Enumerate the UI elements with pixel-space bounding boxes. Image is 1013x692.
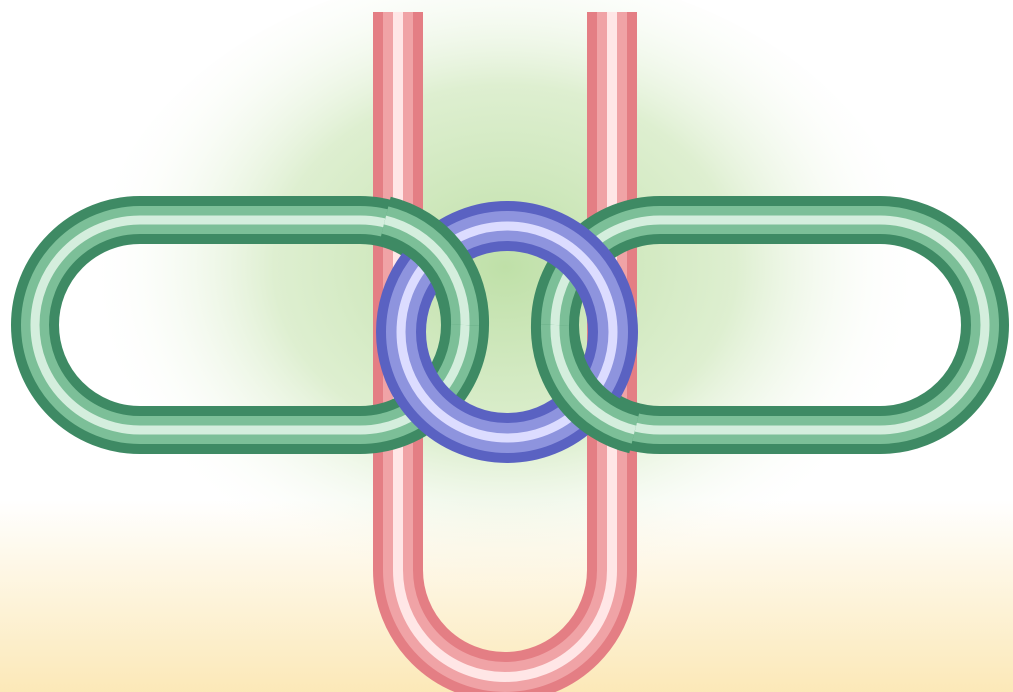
- diagram-canvas: [0, 0, 1013, 692]
- interlocked-links-diagram: [0, 0, 1013, 692]
